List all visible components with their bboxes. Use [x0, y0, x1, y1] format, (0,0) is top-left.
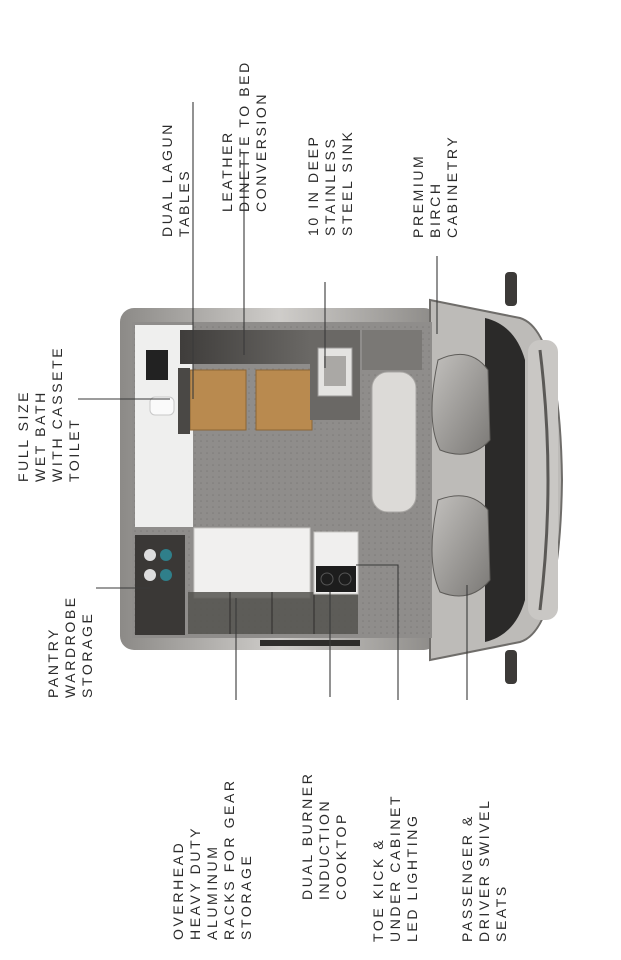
bench-seat: [371, 371, 417, 513]
label-line: HEAVY DUTY: [187, 826, 203, 940]
lagun-table-2: [255, 369, 313, 431]
pantry-item: [160, 549, 172, 561]
birch-cabinetry: [362, 330, 422, 370]
label-line: CONVERSION: [253, 92, 269, 212]
van-hood-panel: [528, 340, 558, 620]
pantry-item: [160, 569, 172, 581]
label-line: COOKTOP: [333, 812, 349, 900]
leader-led-lighting: [356, 564, 399, 700]
label-line: WARDROBE: [62, 595, 78, 698]
label-line: PREMIUM: [410, 154, 426, 238]
label-induction-cooktop: DUAL BURNER INDUCTION COOKTOP: [299, 765, 349, 900]
label-line: CABINETRY: [444, 135, 460, 238]
cassette-toilet: [146, 350, 168, 380]
label-line: LEATHER: [219, 130, 235, 212]
sliding-door-rail: [260, 640, 360, 646]
bath-sink: [149, 396, 175, 416]
label-line: PANTRY: [45, 627, 61, 698]
label-line: DINETTE TO BED: [236, 60, 252, 212]
label-line: PASSENGER &: [459, 814, 475, 942]
label-line: STORAGE: [238, 854, 254, 940]
pantry-item: [144, 569, 156, 581]
label-line: STAINLESS: [322, 137, 338, 236]
label-pantry-wardrobe: PANTRY WARDROBE STORAGE: [45, 589, 95, 698]
dinette-bench-top: [180, 330, 310, 364]
passenger-seat: [431, 495, 491, 597]
mirror-left: [505, 272, 517, 306]
label-line: RACKS FOR GEAR: [221, 778, 237, 940]
label-birch-cabinetry: PREMIUM BIRCH CABINETRY: [410, 135, 460, 238]
label-wet-bath: FULL SIZE WET BATH WITH CASSETE TOILET: [15, 339, 82, 482]
label-line: SEATS: [493, 884, 509, 942]
label-swivel-seats: PASSENGER & DRIVER SWIVEL SEATS: [459, 793, 509, 942]
label-line: STEEL SINK: [339, 130, 355, 236]
dinette-bench-bottom: [178, 368, 190, 434]
label-line: 10 IN DEEP: [305, 135, 321, 236]
label-line: OVERHEAD: [170, 841, 186, 940]
label-line: TOE KICK &: [370, 838, 386, 942]
label-steel-sink: 10 IN DEEP STAINLESS STEEL SINK: [305, 128, 355, 236]
label-led-lighting: TOE KICK & UNDER CABINET LED LIGHTING: [370, 788, 420, 942]
bed-mattress: [193, 527, 311, 599]
overhead-racks: [188, 592, 358, 634]
van-grille: [538, 349, 550, 611]
van-body: [120, 272, 564, 684]
induction-cooktop: [316, 566, 356, 592]
leader-lines: [78, 102, 468, 700]
mirror-right: [505, 650, 517, 684]
label-line: WITH CASSETE: [49, 346, 65, 482]
label-line: DRIVER SWIVEL: [476, 799, 492, 942]
label-line: TOILET: [66, 418, 82, 482]
label-line: WET BATH: [32, 390, 48, 482]
label-line: STORAGE: [79, 612, 95, 698]
van-windshield: [485, 318, 525, 642]
label-overhead-racks: OVERHEAD HEAVY DUTY ALUMINUM RACKS FOR G…: [170, 772, 254, 940]
driver-seat: [431, 353, 491, 455]
label-line: DUAL LAGUN: [159, 122, 175, 237]
label-line: FULL SIZE: [15, 390, 31, 482]
label-line: ALUMINUM: [204, 845, 220, 940]
label-line: DUAL BURNER: [299, 772, 315, 900]
pantry-item: [144, 549, 156, 561]
burner: [338, 572, 352, 586]
label-dual-lagun-tables: DUAL LAGUN TABLES: [159, 116, 192, 237]
lagun-table-1: [189, 369, 247, 431]
label-line: TABLES: [176, 169, 192, 237]
sink-basin: [324, 356, 346, 386]
label-line: BIRCH: [427, 181, 443, 238]
label-leather-dinette: LEATHER DINETTE TO BED CONVERSION: [219, 54, 269, 212]
burner: [320, 572, 334, 586]
pantry-wardrobe: [135, 535, 185, 635]
label-line: UNDER CABINET: [387, 794, 403, 942]
label-line: INDUCTION: [316, 799, 332, 900]
label-line: LED LIGHTING: [404, 814, 420, 942]
